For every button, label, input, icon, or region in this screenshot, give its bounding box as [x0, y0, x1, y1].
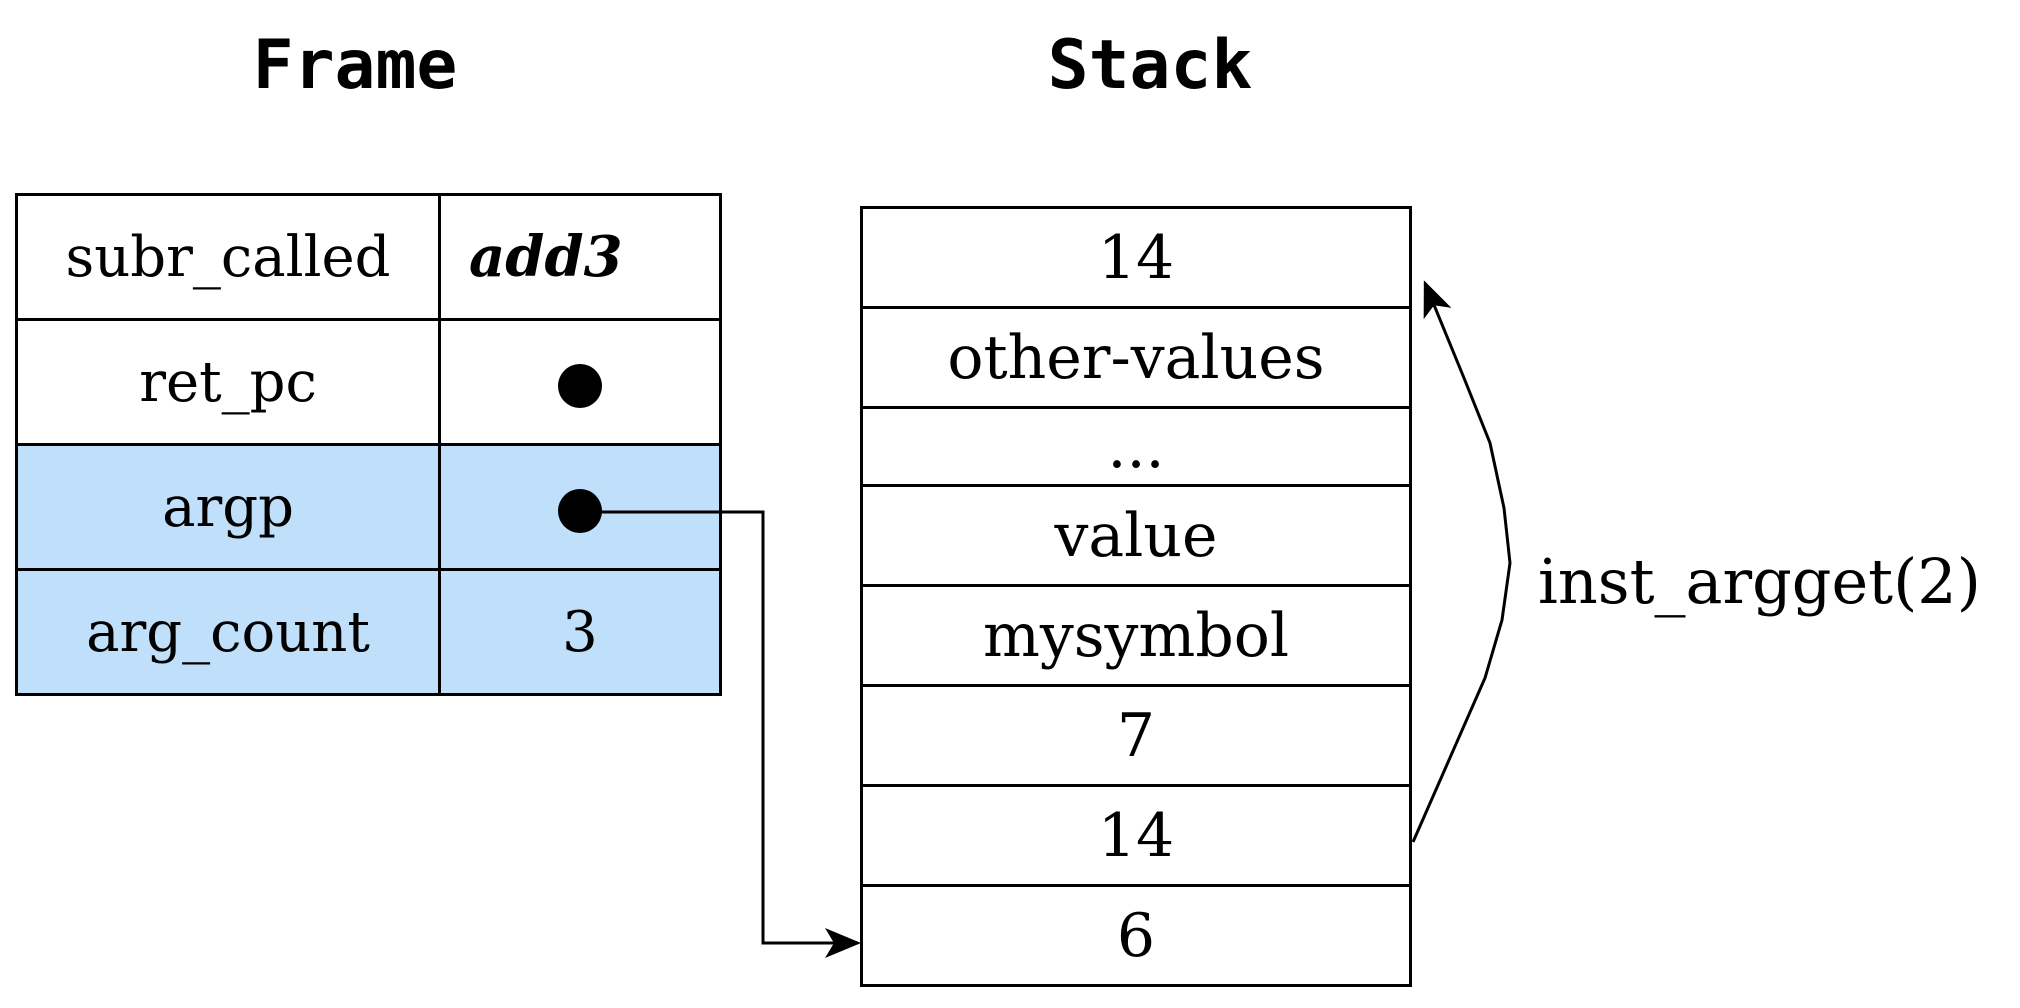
stack-cell-6: 14 — [860, 784, 1412, 887]
stack-cell-0: 14 — [860, 206, 1412, 309]
stack-cell-2: ... — [860, 406, 1412, 487]
frame-field-name: ret_pc — [15, 318, 441, 446]
frame-field-name: arg_count — [15, 568, 441, 696]
stack-table: 14 other-values ... value mysymbol 7 14 … — [860, 206, 1412, 987]
stack-cell-3: value — [860, 484, 1412, 587]
stack-value: 14 — [860, 206, 1412, 309]
frame-row-ret-pc: ret_pc — [15, 318, 722, 446]
frame-row-arg-count: arg_count 3 — [15, 568, 722, 696]
stack-value: 14 — [860, 784, 1412, 887]
frame-row-argp: argp — [15, 443, 722, 571]
stack-title: Stack — [1047, 26, 1253, 105]
stack-cell-5: 7 — [860, 684, 1412, 787]
pointer-dot-icon — [558, 364, 602, 408]
argget-curve-arrow — [1411, 280, 1512, 843]
frame-field-value: 3 — [438, 568, 722, 696]
stack-value: 7 — [860, 684, 1412, 787]
frame-field-name: subr_called — [15, 193, 441, 321]
argp-pointer-arrow — [563, 510, 861, 958]
stack-cell-7: 6 — [860, 884, 1412, 987]
frame-field-value: add3 — [438, 193, 722, 321]
stack-cell-1: other-values — [860, 306, 1412, 409]
stack-value: ... — [860, 406, 1412, 487]
frame-row-subr-called: subr_called add3 — [15, 193, 722, 321]
stack-cell-4: mysymbol — [860, 584, 1412, 687]
frame-field-value — [438, 443, 722, 571]
stack-value: 6 — [860, 884, 1412, 987]
frame-table: subr_called add3 ret_pc argp arg_count 3 — [15, 193, 722, 696]
stack-value: mysymbol — [860, 584, 1412, 687]
frame-title: Frame — [252, 26, 458, 105]
frame-field-value — [438, 318, 722, 446]
frame-field-name: argp — [15, 443, 441, 571]
argget-label: inst_argget(2) — [1538, 545, 1981, 618]
stack-value: value — [860, 484, 1412, 587]
stack-value: other-values — [860, 306, 1412, 409]
